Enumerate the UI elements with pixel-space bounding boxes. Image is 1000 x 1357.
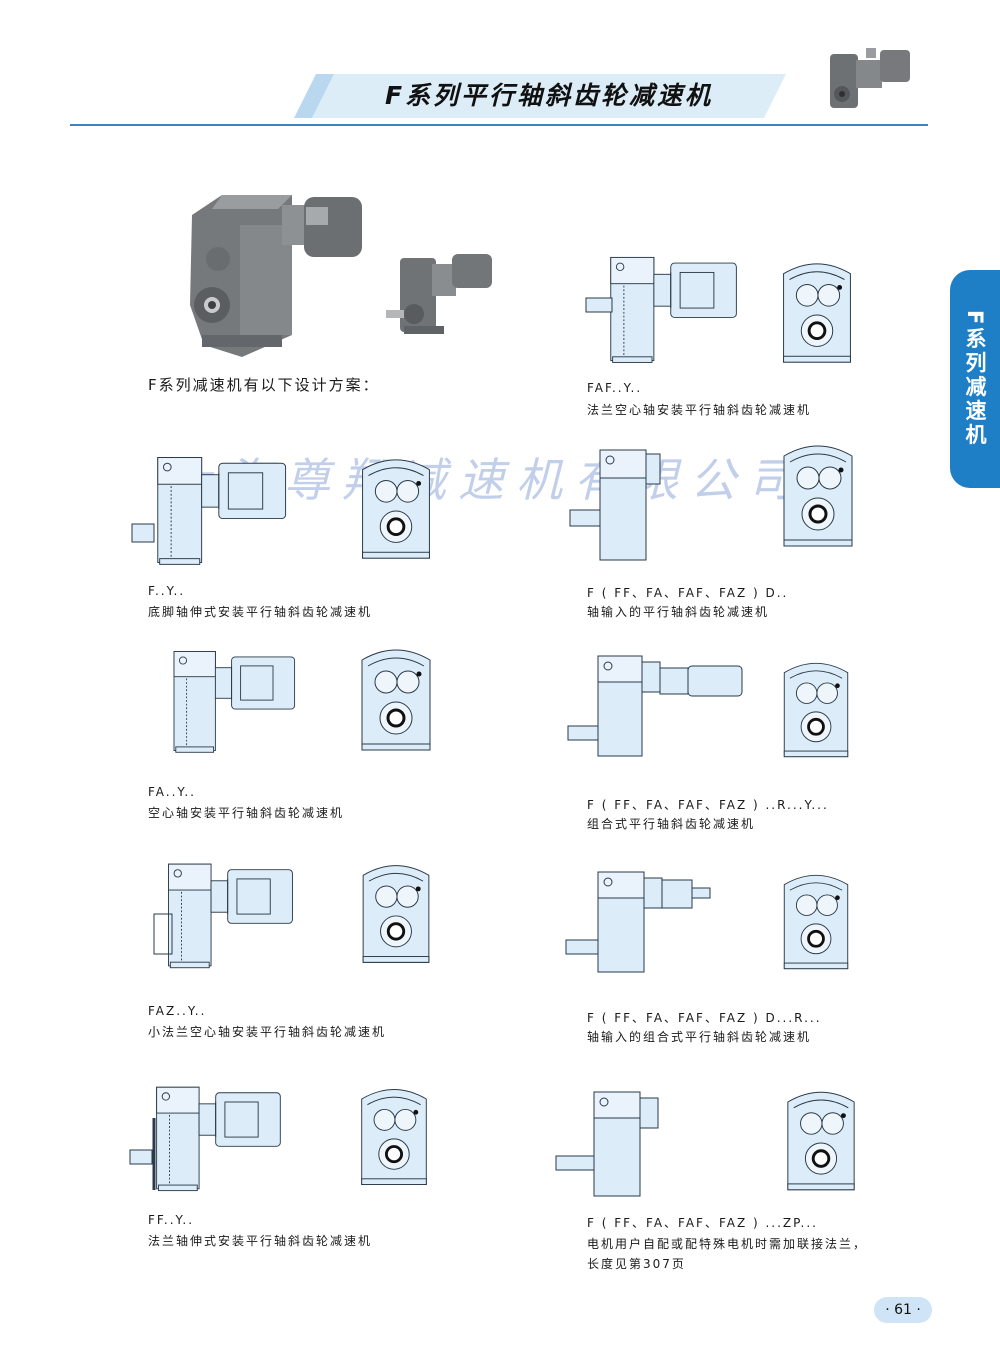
diagram-faf-side xyxy=(585,256,737,363)
variant-code-fzp: F ( FF、FA、FAF、FAZ ) ...ZP... xyxy=(587,1216,818,1230)
variant-code-fd: F ( FF、FA、FAF、FAZ ) D.. xyxy=(587,586,789,600)
variant-desc-faz: 小法兰空心轴安装平行轴斜齿轮减速机 xyxy=(148,1025,387,1039)
reducer-photo-large xyxy=(190,195,362,357)
variant-desc-fa: 空心轴安装平行轴斜齿轮减速机 xyxy=(148,806,345,820)
diagram-faz-side xyxy=(153,863,293,969)
variant-code-fr: F ( FF、FA、FAF、FAZ ) ..R...Y... xyxy=(587,798,829,812)
page-title: F系列平行轴斜齿轮减速机 xyxy=(384,81,714,110)
diagram-fdr-front xyxy=(782,873,850,971)
variant-desc-fdr: 轴输入的组合式平行轴斜齿轮减速机 xyxy=(587,1030,812,1044)
variant-code-fa: FA..Y.. xyxy=(148,785,196,799)
diagram-ff-front xyxy=(360,1088,428,1186)
page-number: · 61 · xyxy=(874,1297,932,1323)
diagram-fzp-side xyxy=(555,1091,659,1197)
intro-text: F系列减速机有以下设计方案： xyxy=(148,376,380,394)
diagram-fr-front xyxy=(782,661,850,759)
variant-desc-fzp-line2: 长度见第307页 xyxy=(587,1257,686,1271)
diagram-faz-front xyxy=(361,864,431,964)
variant-code-fdr: F ( FF、FA、FAF、FAZ ) D...R... xyxy=(587,1011,822,1025)
diagram-fa-front xyxy=(360,648,432,752)
diagram-f-front xyxy=(360,458,432,560)
diagram-fdr-side xyxy=(565,871,711,973)
reducer-photo-small-top xyxy=(830,48,910,108)
header-rule xyxy=(70,124,928,126)
side-tab-label: F系列减速机 xyxy=(963,310,987,448)
diagram-fr-side xyxy=(567,655,743,757)
diagram-fa-side xyxy=(173,651,296,753)
reducer-photo-medium xyxy=(386,254,492,334)
diagram-fd-side xyxy=(569,449,661,561)
header-banner xyxy=(294,74,786,118)
variant-code-ff: FF..Y.. xyxy=(148,1213,195,1227)
diagram-faf-front xyxy=(781,262,853,364)
variant-desc-f: 底脚轴伸式安装平行轴斜齿轮减速机 xyxy=(148,605,373,619)
variant-desc-faf: 法兰空心轴安装平行轴斜齿轮减速机 xyxy=(587,403,812,417)
diagram-fzp-front xyxy=(786,1090,856,1192)
variant-desc-fr: 组合式平行轴斜齿轮减速机 xyxy=(587,817,756,831)
variant-desc-fzp: 电机用户自配或配特殊电机时需加联接法兰， xyxy=(587,1237,868,1251)
variant-code-f: F..Y.. xyxy=(148,584,186,598)
variant-code-faz: FAZ..Y.. xyxy=(148,1004,207,1018)
variant-desc-ff: 法兰轴伸式安装平行轴斜齿轮减速机 xyxy=(148,1234,373,1248)
variant-code-faf: FAF..Y.. xyxy=(587,381,643,395)
diagram-ff-side xyxy=(129,1086,281,1192)
variant-desc-fd: 轴输入的平行轴斜齿轮减速机 xyxy=(587,605,770,619)
diagram-f-side xyxy=(131,457,287,565)
side-tab: F系列减速机 xyxy=(950,270,1000,488)
diagram-fd-front xyxy=(782,444,854,548)
